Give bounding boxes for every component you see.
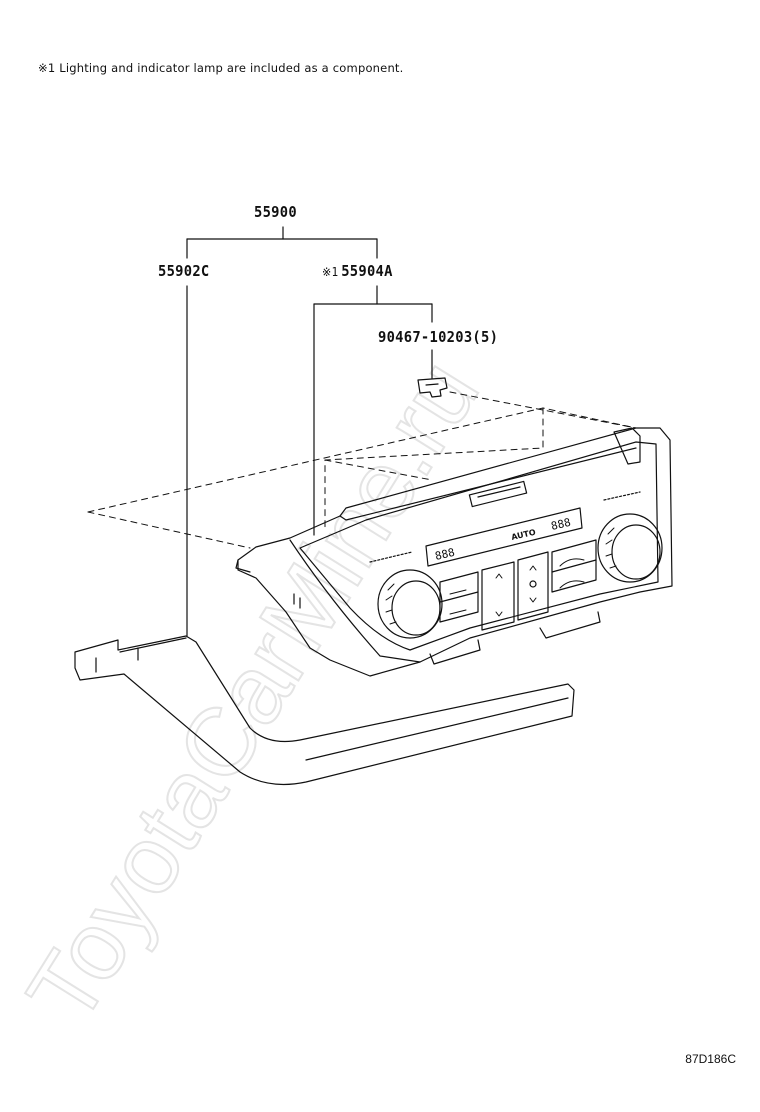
- control-panel-part: [235, 427, 673, 677]
- panel-marker: ※1: [322, 265, 339, 279]
- lcd-readouts: 888 AUTO 888: [434, 516, 572, 563]
- clip-location-dashes: [87, 391, 637, 549]
- panel-number: 55904A: [341, 262, 393, 280]
- lcd-left-temp: 888: [434, 546, 456, 563]
- part-label-clip: 90467-10203(5): [378, 328, 499, 346]
- drawing-number: 87D186C: [685, 1052, 736, 1066]
- lcd-right-temp: 888: [550, 516, 572, 533]
- leader-lines: [186, 226, 433, 637]
- part-label-base: 55902C: [158, 262, 210, 280]
- base-trim-part: [74, 635, 575, 786]
- part-label-assembly: 55900: [254, 203, 297, 221]
- clip-part: [417, 377, 448, 398]
- component-note: ※1 Lighting and indicator lamp are inclu…: [38, 61, 404, 75]
